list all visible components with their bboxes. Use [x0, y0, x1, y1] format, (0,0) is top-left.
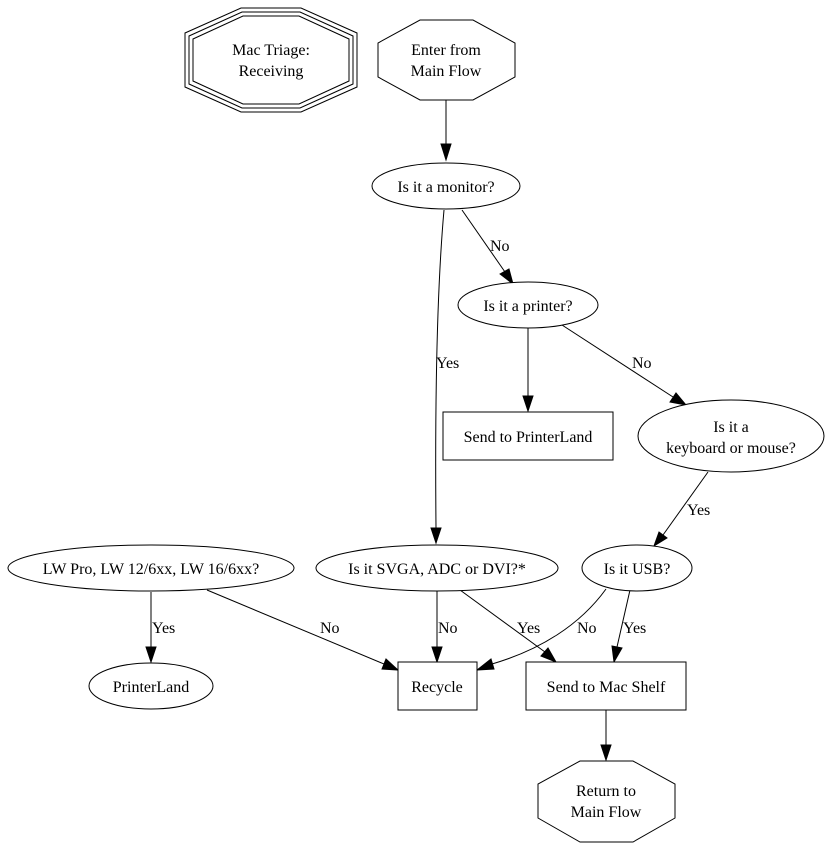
edge-label-keyboard-usb: Yes — [687, 502, 710, 519]
nodes: Mac Triage: Receiving Enter from Main Fl… — [7, 7, 825, 843]
edge-label-lw-recycle: No — [320, 620, 340, 637]
node-monitor-label: Is it a monitor? — [397, 179, 494, 196]
arrowhead-icon — [381, 658, 400, 671]
node-monitor[interactable]: Is it a monitor? — [371, 162, 521, 210]
node-recycle-label: Recycle — [411, 679, 463, 696]
node-printer[interactable]: Is it a printer? — [457, 281, 599, 329]
edge-printer-keyboard: No — [561, 324, 688, 406]
edge-keyboard-usb: Yes — [653, 471, 710, 548]
node-usb[interactable]: Is it USB? — [581, 544, 693, 592]
node-mac-shelf[interactable]: Send to Mac Shelf — [525, 661, 687, 711]
edge-printer-sendpl — [522, 328, 534, 413]
edge-usb-macshelf: Yes — [611, 589, 646, 664]
edges: No Yes No Yes Yes — [145, 100, 710, 762]
edge-usb-recycle: No — [475, 588, 607, 671]
node-recycle[interactable]: Recycle — [397, 661, 478, 711]
edge-label-svga-recycle: No — [438, 620, 458, 637]
node-svga-label: Is it SVGA, ADC or DVI?* — [348, 561, 526, 578]
arrowhead-icon — [145, 646, 157, 664]
edge-enter-monitor — [440, 100, 452, 162]
node-keyboard-line-1: Is it a — [713, 419, 749, 436]
node-printerland[interactable]: PrinterLand — [88, 662, 214, 710]
edge-lw-recycle: No — [206, 589, 400, 671]
edge-svga-macshelf: Yes — [459, 589, 558, 663]
edge-label-usb-macshelf: Yes — [623, 620, 646, 637]
edge-label-usb-recycle: No — [577, 620, 597, 637]
edge-macshelf-return — [600, 710, 612, 762]
arrowhead-icon — [653, 531, 668, 548]
node-keyboard[interactable]: Is it a keyboard or mouse? — [637, 399, 825, 473]
node-printerland-label: PrinterLand — [113, 679, 189, 696]
node-title-line-1: Mac Triage: — [232, 42, 310, 59]
arrowhead-icon — [431, 646, 443, 664]
arrowhead-icon — [611, 645, 623, 664]
node-enter-line-2: Main Flow — [411, 63, 482, 80]
node-printer-label: Is it a printer? — [483, 298, 572, 315]
arrowhead-icon — [430, 527, 442, 545]
node-usb-label: Is it USB? — [604, 561, 671, 578]
node-title-line-2: Receiving — [239, 63, 304, 80]
edge-label-lw-printerland: Yes — [152, 620, 175, 637]
arrowhead-icon — [600, 744, 612, 762]
edge-svga-recycle: No — [431, 591, 458, 664]
arrowhead-icon — [540, 647, 558, 663]
node-lw[interactable]: LW Pro, LW 12/6xx, LW 16/6xx? — [7, 544, 295, 592]
edge-monitor-printer: No — [461, 209, 514, 286]
node-send-printerland-label: Send to PrinterLand — [464, 429, 593, 446]
node-send-printerland[interactable]: Send to PrinterLand — [442, 411, 614, 461]
node-return-line-2: Main Flow — [571, 804, 642, 821]
edge-monitor-svga: Yes — [430, 209, 459, 545]
edge-label-monitor-printer: No — [490, 238, 510, 255]
node-return-line-1: Return to — [576, 783, 636, 800]
arrowhead-icon — [522, 395, 534, 413]
arrowhead-icon — [669, 392, 688, 406]
arrowhead-icon — [499, 268, 514, 286]
node-return[interactable]: Return to Main Flow — [537, 760, 676, 843]
node-title: Mac Triage: Receiving — [184, 7, 358, 113]
node-keyboard-line-2: keyboard or mouse? — [666, 440, 796, 457]
arrowhead-icon — [475, 658, 495, 671]
edge-label-svga-macshelf: Yes — [517, 620, 540, 637]
node-svga[interactable]: Is it SVGA, ADC or DVI?* — [315, 544, 559, 592]
edge-label-printer-keyboard: No — [632, 355, 652, 372]
node-lw-label: LW Pro, LW 12/6xx, LW 16/6xx? — [43, 561, 259, 578]
arrowhead-icon — [440, 143, 452, 162]
edge-lw-printerland: Yes — [145, 592, 175, 664]
node-enter[interactable]: Enter from Main Flow — [377, 19, 516, 101]
edge-label-monitor-svga: Yes — [436, 355, 459, 372]
node-mac-shelf-label: Send to Mac Shelf — [547, 679, 666, 696]
node-enter-line-1: Enter from — [411, 42, 481, 59]
